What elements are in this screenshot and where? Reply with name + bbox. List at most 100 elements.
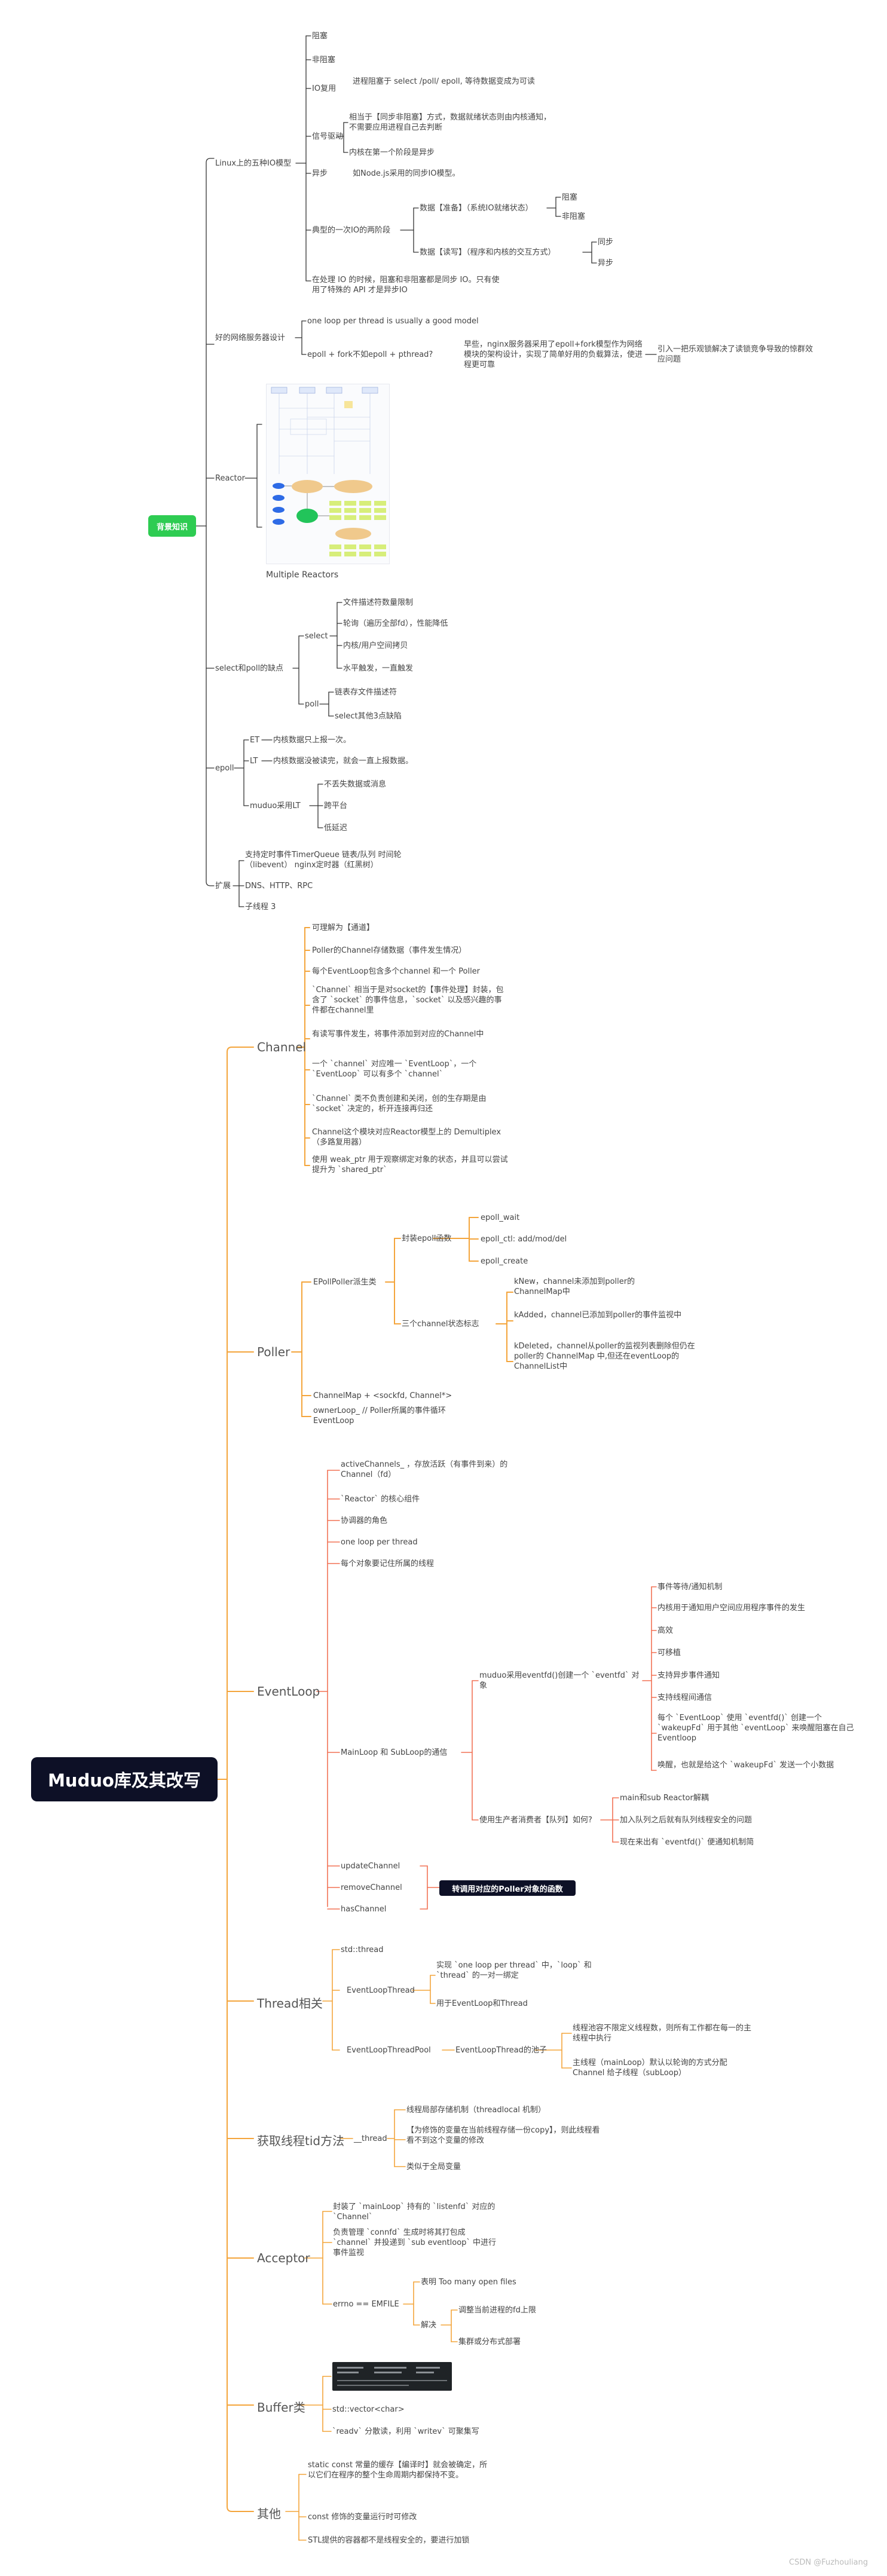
eventloop-item-4: one loop per thread: [341, 1538, 418, 1547]
state-kadded: kAdded，channel已添加到poller的事件监视中: [514, 1311, 682, 1320]
remove-channel-node[interactable]: removeChannel: [341, 1883, 402, 1892]
thread-keyword-node[interactable]: __thread: [354, 2134, 387, 2143]
threadpool-item-1: 线程池容不限定义线程数，则所有工作都在每一的主线程中执行: [573, 2024, 752, 2043]
select-poll-node[interactable]: select和poll的缺点: [215, 664, 284, 673]
thread-branch[interactable]: Thread相关: [257, 1996, 323, 2011]
epoll-wait-node: epoll_wait: [481, 1213, 520, 1222]
eventfd-feature-4: 可移植: [657, 1648, 681, 1657]
io-mux-node[interactable]: IO复用: [312, 84, 337, 93]
channel-item-3: 每个EventLoop包含多个channel 和一个 Poller: [312, 967, 481, 976]
io-async-node[interactable]: 异步: [312, 169, 328, 178]
eventloop-branch[interactable]: EventLoop: [257, 1684, 320, 1699]
eventfd-feature-6: 支持线程间通信: [657, 1693, 712, 1702]
epoll-node[interactable]: epoll: [215, 764, 234, 773]
has-channel-node[interactable]: hasChannel: [341, 1905, 387, 1914]
poll-node[interactable]: poll: [305, 700, 319, 709]
eventfd-feature-7: 每个 `EventLoop` 使用 `eventfd()` 创建一个 `wake…: [657, 1714, 854, 1743]
buffer-code-image: [332, 2362, 452, 2391]
io-nonblock-node[interactable]: 非阻塞: [312, 56, 336, 65]
queue-item-1: main和sub Reactor解耦: [620, 1794, 709, 1803]
reactor-node[interactable]: Reactor: [215, 474, 245, 483]
buffer-item-1: std::vector<char>: [332, 2405, 405, 2414]
select-item-3: 内核/用户空间拷贝: [343, 641, 408, 650]
io-stage2-node[interactable]: 数据【读写】（程序和内核的交互方式）: [420, 248, 556, 257]
eventloop-threadpool-node[interactable]: EventLoopThreadPool: [347, 2046, 431, 2055]
eventfd-feature-8: 唤醒，也就是给这个 `wakeupFd` 发送一个小数据: [657, 1761, 834, 1770]
tid-branch[interactable]: 获取线程tid方法: [257, 2134, 345, 2148]
io-async-note: 如Node.js采用的同步IO模型。: [353, 169, 460, 178]
muduo-lt-node[interactable]: muduo采用LT: [250, 801, 301, 810]
acceptor-item-1: 封装了 `mainLoop` 持有的 `listenfd` 对应的 `Chann…: [333, 2202, 496, 2222]
owner-loop-node: ownerLoop_ // Poller所属的事件循环EventLoop: [313, 1406, 446, 1425]
state-knew: kNew，channel未添加到poller的ChannelMap中: [514, 1277, 635, 1296]
watermark: CSDN @Fuzhouliang: [789, 2558, 868, 2567]
lt-note: 内核数据没被读完，就会一直上报数据。: [273, 757, 414, 766]
reactor-diagram-icon: [271, 387, 386, 556]
io-stage2-sync: 同步: [598, 238, 614, 247]
mainloop-subloop-node[interactable]: MainLoop 和 SubLoop的通信: [341, 1748, 448, 1757]
epoll-poller-node[interactable]: EPollPoller派生类: [313, 1278, 377, 1287]
muduo-lt-item-3: 低延迟: [324, 824, 348, 833]
acceptor-item-2: 负责管理 `connfd` 生成时将其打包成 `channel` 并投递到 `s…: [333, 2228, 497, 2257]
background-topic[interactable]: 背景知识: [148, 515, 196, 537]
channel-item-1: 可理解为【通道】: [312, 923, 375, 932]
extension-item-2: DNS、HTTP、RPC: [245, 882, 313, 891]
one-loop-node[interactable]: one loop per thread is usually a good mo…: [307, 317, 479, 326]
epoll-ctl-node: epoll_ctl: add/mod/del: [481, 1235, 567, 1244]
eventfd-feature-3: 高效: [657, 1626, 674, 1635]
other-item-1: static const 常量的缓存【编译时】就会被确定，所以它们在程序的整个生…: [308, 2461, 488, 2480]
io-signal-note-1: 相当于【同步非阻塞】方式，数据就绪状态则由内核通知，不需要应用进程自己去判断: [349, 113, 552, 132]
multiple-reactors-diagram-image: [266, 384, 390, 564]
threadpool-middle-node[interactable]: EventLoopThread的池子: [455, 2046, 547, 2055]
poll-item-1: 链表存文件描述符: [335, 688, 397, 697]
herd-note: 引入一把乐观锁解决了读锁竞争导致的惊群效应问题: [657, 345, 813, 364]
solve-node[interactable]: 解决: [421, 2321, 437, 2330]
muduo-lt-item-2: 跨平台: [324, 801, 348, 810]
io-models-node[interactable]: Linux上的五种IO模型: [215, 159, 292, 168]
eventloop-thread-item-2: 用于EventLoop和Thread: [436, 1999, 528, 2008]
lt-node[interactable]: LT: [250, 757, 258, 766]
producer-consumer-node[interactable]: 使用生产者消费者【队列】如何?: [479, 1816, 592, 1825]
io-stage2-async: 异步: [598, 259, 614, 268]
et-note: 内核数据只上报一次。: [273, 736, 351, 745]
eventloop-item-1: activeChannels_ ，存放活跃（有事件到来）的 Channel（fd…: [341, 1460, 508, 1479]
eventfd-feature-5: 支持异步事件通知: [657, 1671, 720, 1680]
epoll-fork-node[interactable]: epoll + fork不如epoll + pthread?: [307, 350, 433, 359]
acceptor-branch[interactable]: Acceptor: [257, 2251, 310, 2265]
extension-node[interactable]: 扩展: [215, 882, 231, 891]
select-item-4: 水平触发，一直触发: [343, 664, 414, 673]
poller-branch[interactable]: Poller: [257, 1345, 290, 1359]
poller-call-highlight[interactable]: 转调用对应的Poller对象的函数: [439, 1880, 576, 1896]
io-stage1-nonblock: 非阻塞: [562, 212, 586, 221]
poll-item-2: select其他3点缺陷: [335, 712, 402, 721]
select-node[interactable]: select: [305, 632, 328, 641]
io-mux-note: 进程阻塞于 select /poll/ epoll, 等待数据变成为可读: [353, 77, 535, 86]
root-node[interactable]: Muduo库及其改写: [31, 1757, 218, 1801]
eventloop-item-5: 每个对象要记住所属的线程: [341, 1559, 435, 1568]
channel-item-2: Poller的Channel存储数据（事件发生情况）: [312, 946, 467, 955]
update-channel-node[interactable]: updateChannel: [341, 1862, 400, 1871]
channel-branch[interactable]: Channel: [257, 1040, 307, 1054]
channel-item-6: 一个 `channel` 对应唯一 `EventLoop`，一个 `EventL…: [312, 1060, 477, 1079]
epoll-fork-note: 早些，nginx服务器采用了epoll+fork模型作为网络模块的架构设计，实现…: [464, 340, 643, 369]
et-node[interactable]: ET: [250, 736, 260, 745]
multiple-reactors-caption: Multiple Reactors: [266, 570, 339, 580]
io-block-node[interactable]: 阻塞: [312, 32, 328, 41]
io-signal-node[interactable]: 信号驱动: [312, 132, 344, 141]
channel-item-9: 使用 weak_ptr 用于观察绑定对象的状态，并且可以尝试提升为 `share…: [312, 1155, 508, 1174]
eventloop-thread-node[interactable]: EventLoopThread: [347, 1986, 415, 1995]
buffer-item-2: `readv` 分散读，利用 `writev` 可聚集写: [332, 2427, 479, 2436]
server-design-node[interactable]: 好的网络服务器设计: [215, 334, 286, 342]
emfile-node[interactable]: errno == EMFILE: [333, 2300, 399, 2309]
extension-item-3: 子线程 3: [245, 902, 276, 911]
eventfd-node[interactable]: muduo采用eventfd()创建一个 `eventfd` 对象: [479, 1671, 640, 1690]
tid-item-1: 线程局部存储机制（threadlocal 机制）: [406, 2106, 546, 2115]
tid-item-2: 【为修饰的变量在当前线程存储一份copy】，则此线程看看不到这个变量的修改: [406, 2126, 600, 2145]
io-stage1-node[interactable]: 数据【准备】（系统IO就绪状态）: [420, 204, 533, 213]
other-branch[interactable]: 其他: [257, 2507, 281, 2521]
io-typical-node[interactable]: 典型的一次IO的两阶段: [312, 226, 391, 235]
buffer-branch[interactable]: Buffer类: [257, 2400, 305, 2415]
wrap-epoll-node[interactable]: 封装epoll函数: [402, 1234, 452, 1243]
channel-states-node[interactable]: 三个channel状态标志: [402, 1320, 479, 1329]
